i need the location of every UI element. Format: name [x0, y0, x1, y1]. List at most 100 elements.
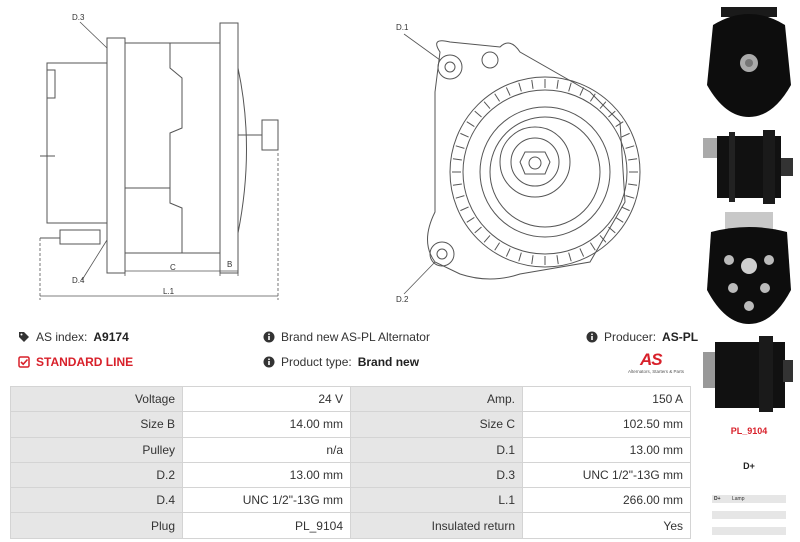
vent-slot: [505, 248, 511, 257]
spec-value: UNC 1/2"-13G mm: [522, 461, 691, 489]
product-photo-plug[interactable]: [703, 210, 795, 328]
vent-slot: [460, 206, 469, 212]
vent-slot: [599, 101, 607, 109]
vent-slot: [615, 121, 624, 128]
table-row: Plug PL_9104 Insulated return Yes: [10, 512, 691, 539]
vent-slot: [556, 255, 559, 265]
vent-slot: [455, 195, 465, 199]
table-row: [712, 503, 786, 511]
tags-icon: [19, 332, 29, 342]
table-row: [712, 511, 786, 519]
check-square-icon: [18, 356, 30, 368]
plug-terminal-label: D+: [743, 461, 755, 471]
vent-slot: [621, 132, 630, 138]
vent-slot: [579, 248, 585, 257]
vent-slot: [483, 101, 491, 109]
vent-slot: [455, 145, 465, 149]
pin-desc-cell: Lamp: [732, 496, 745, 502]
spec-value: 14.00 mm: [182, 411, 351, 438]
product-type-row: Product type: Brand new: [263, 355, 419, 369]
product-type-label: Product type:: [281, 355, 352, 369]
vent-slot: [608, 226, 616, 234]
producer-row: Producer: AS-PL: [586, 330, 698, 344]
vent-slot: [628, 158, 638, 161]
vent-slot: [494, 242, 501, 251]
spec-value: 150 A: [522, 385, 691, 413]
product-photo-rear[interactable]: [703, 5, 795, 120]
spec-label: D.4: [10, 487, 183, 514]
vent-slot: [589, 242, 596, 251]
spec-label: L.1: [350, 487, 523, 514]
spec-label: D.2: [10, 461, 183, 489]
table-row: Size B 14.00 mm Size C 102.50 mm: [10, 411, 691, 438]
vent-slot: [460, 132, 469, 138]
spec-value: PL_9104: [182, 512, 351, 539]
plug-code-label: PL_9104: [730, 426, 768, 436]
table-row: [712, 527, 786, 535]
spec-label: D.1: [350, 436, 523, 463]
vent-slot: [556, 79, 559, 89]
vent-slot: [466, 216, 475, 223]
vent-slot: [474, 226, 482, 234]
standard-line-row: STANDARD LINE: [18, 355, 133, 369]
spec-value: 102.50 mm: [522, 411, 691, 438]
spec-table: Voltage 24 V Amp. 150 A Size B 14.00 mm …: [10, 385, 691, 539]
spec-label: D.3: [350, 461, 523, 489]
spec-label: Pulley: [10, 436, 183, 463]
logo-tagline: Alternators, Starters & Parts: [627, 369, 685, 374]
vent-slot: [621, 206, 630, 212]
alternator-row: Brand new AS-PL Alternator: [263, 330, 430, 344]
as-index-label: AS index:: [36, 330, 88, 344]
table-row: [712, 519, 786, 527]
logo-mark: AS: [640, 350, 663, 369]
spec-value: 24 V: [182, 385, 351, 413]
product-type-value: Brand new: [357, 355, 420, 369]
vent-slot: [589, 93, 596, 102]
front-view-drawing: D.1 D.2: [396, 23, 641, 304]
as-index-value: A9174: [93, 330, 129, 344]
vent-slot: [483, 235, 491, 243]
vent-slot: [494, 93, 501, 102]
label-d4: D.4: [72, 276, 85, 285]
vent-slot: [518, 82, 522, 92]
vent-slot: [579, 87, 585, 96]
spec-label: Size C: [350, 411, 523, 438]
vent-slot: [518, 252, 522, 262]
vent-slot: [452, 183, 462, 186]
spec-value: UNC 1/2"-13G mm: [182, 487, 351, 514]
info-circle-icon: [263, 331, 275, 343]
spec-label: Amp.: [350, 385, 523, 413]
product-photo-side-2[interactable]: [703, 332, 795, 417]
spec-label: Size B: [10, 411, 183, 438]
vent-slot: [466, 121, 475, 128]
table-row: D.4 UNC 1/2"-13G mm L.1 266.00 mm: [10, 487, 691, 514]
spec-value: Yes: [522, 512, 691, 539]
info-circle-icon: [263, 356, 275, 368]
producer-value: AS-PL: [662, 330, 699, 344]
spec-value: 266.00 mm: [522, 487, 691, 514]
vent-slot: [608, 110, 616, 118]
label-d3: D.3: [72, 13, 85, 22]
vent-slot: [531, 79, 534, 89]
vent-slot: [531, 255, 534, 265]
spec-value: n/a: [182, 436, 351, 463]
vent-slot: [628, 183, 638, 186]
vent-slot: [625, 195, 635, 199]
standard-line-badge: STANDARD LINE: [36, 355, 134, 369]
vent-slot: [452, 158, 462, 161]
product-photo-side[interactable]: [703, 128, 795, 206]
vent-slot: [474, 110, 482, 118]
spec-label: Voltage: [10, 385, 183, 413]
vent-slot: [505, 87, 511, 96]
label-c: C: [170, 263, 176, 272]
table-row: D+ Lamp: [712, 495, 786, 503]
label-d2: D.2: [396, 295, 409, 304]
spec-value: 13.00 mm: [182, 461, 351, 489]
producer-label: Producer:: [604, 330, 657, 344]
spec-label: Insulated return: [350, 512, 523, 539]
pin-cell: D+: [714, 496, 721, 502]
vent-slot: [568, 252, 572, 262]
as-index-row: AS index: A9174: [18, 330, 129, 344]
vent-slot: [599, 235, 607, 243]
vent-slot: [615, 216, 624, 223]
